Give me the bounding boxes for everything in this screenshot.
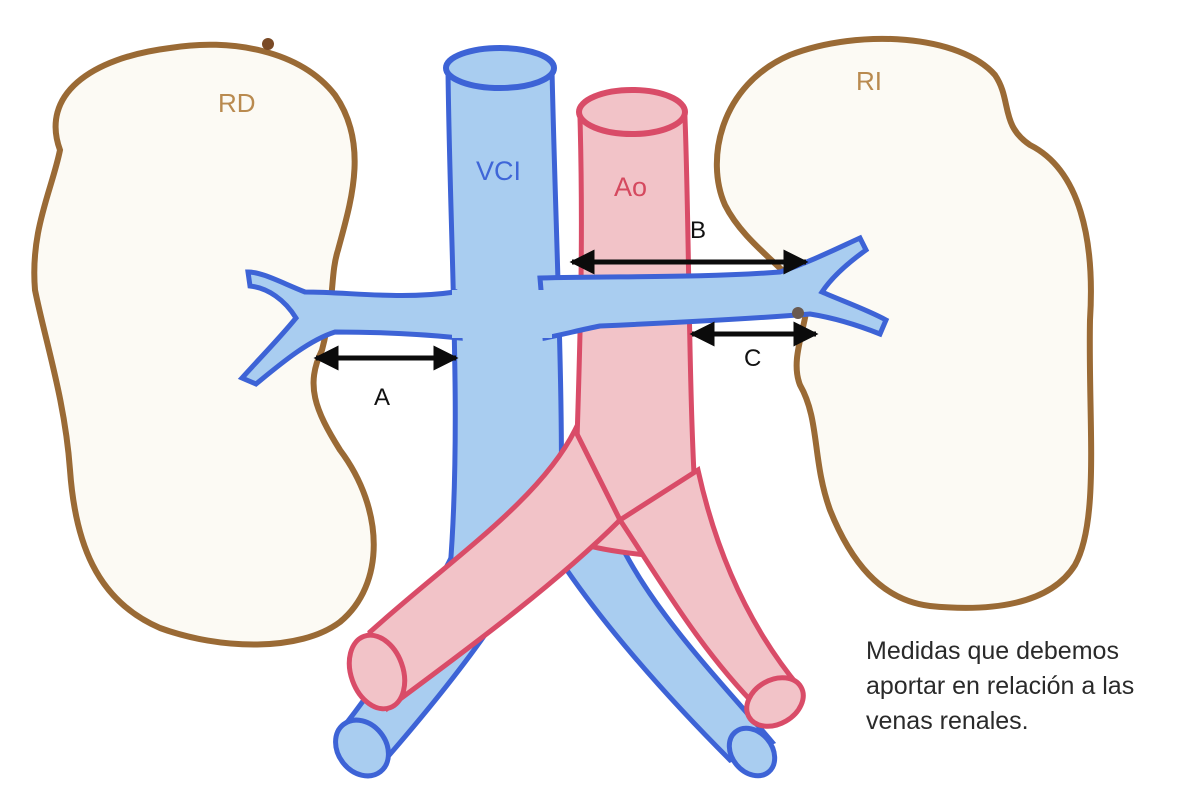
caption-line-2: aportar en relación a las [866, 669, 1186, 704]
kidney-blot [262, 38, 274, 50]
aorta-top [579, 90, 685, 134]
vena-cava-label: VCI [476, 156, 521, 186]
measure-c-label: C [744, 345, 761, 372]
vein-confluence [452, 290, 552, 338]
diagram-caption: Medidas que debemos aportar en relación … [866, 634, 1186, 739]
left-kidney-outline [717, 39, 1091, 608]
measure-b-label: B [690, 217, 706, 244]
caption-line-3: venas renales. [866, 704, 1186, 739]
vena-cava-top [446, 48, 554, 88]
aorta-label: Ao [614, 172, 647, 202]
left-kidney-label: RI [856, 66, 882, 96]
caption-line-1: Medidas que debemos [866, 634, 1186, 669]
vein-blot [792, 307, 804, 319]
right-kidney-outline [34, 45, 373, 645]
measure-a-label: A [374, 384, 390, 411]
right-kidney-label: RD [218, 88, 256, 118]
